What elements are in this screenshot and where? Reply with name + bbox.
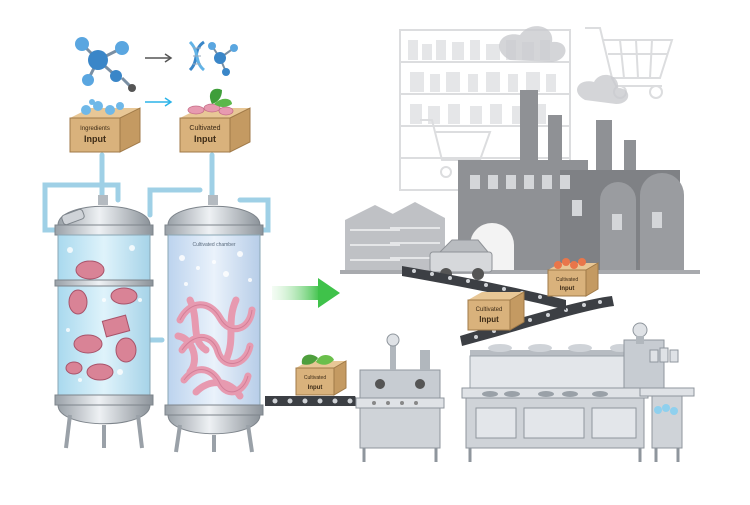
process-arrow — [272, 278, 340, 308]
bioreactor-tank-right: Cultivated chamber — [164, 195, 264, 453]
cultivated-input-box: Cultivated Input — [467, 291, 525, 331]
cultivated-input-box: Cultivated Input — [179, 88, 251, 153]
pipes — [42, 152, 271, 343]
box-label-line1: Cultivated — [476, 307, 503, 313]
meat-chunks — [65, 260, 138, 381]
tank-label: Cultivated chamber — [192, 242, 235, 248]
factory — [340, 26, 700, 274]
box-label-line2: Input — [84, 134, 106, 144]
box-label-line2: Input — [308, 385, 323, 391]
molecule-icon — [208, 42, 238, 76]
box-label-line2: Input — [194, 134, 216, 144]
box-label-line1: Cultivated — [189, 125, 220, 132]
ingredients-box: Ingredients Input — [69, 99, 141, 153]
delivery-truck — [429, 239, 493, 280]
cultivated-input-box: Cultivated Input — [295, 354, 347, 396]
leaf-icon — [209, 88, 232, 107]
leaf-icon — [301, 354, 334, 365]
box-label-line1: Cultivated — [304, 375, 326, 381]
commercial-kitchen — [355, 322, 695, 462]
molecule-icon — [75, 37, 136, 92]
arrow-icon — [145, 53, 173, 63]
box-label-line1: Cultivated — [556, 277, 578, 283]
bioreactor-tank-left — [54, 195, 154, 449]
arrow-icon — [145, 97, 173, 107]
cultivated-input-box: Cultivated Input — [547, 258, 599, 297]
box-label-line1: Ingredients — [80, 126, 110, 132]
dna-icon — [188, 40, 206, 72]
conveyor-belt-lower — [265, 396, 360, 406]
box-label-line2: Input — [479, 315, 499, 324]
box-label-line2: Input — [560, 286, 575, 292]
